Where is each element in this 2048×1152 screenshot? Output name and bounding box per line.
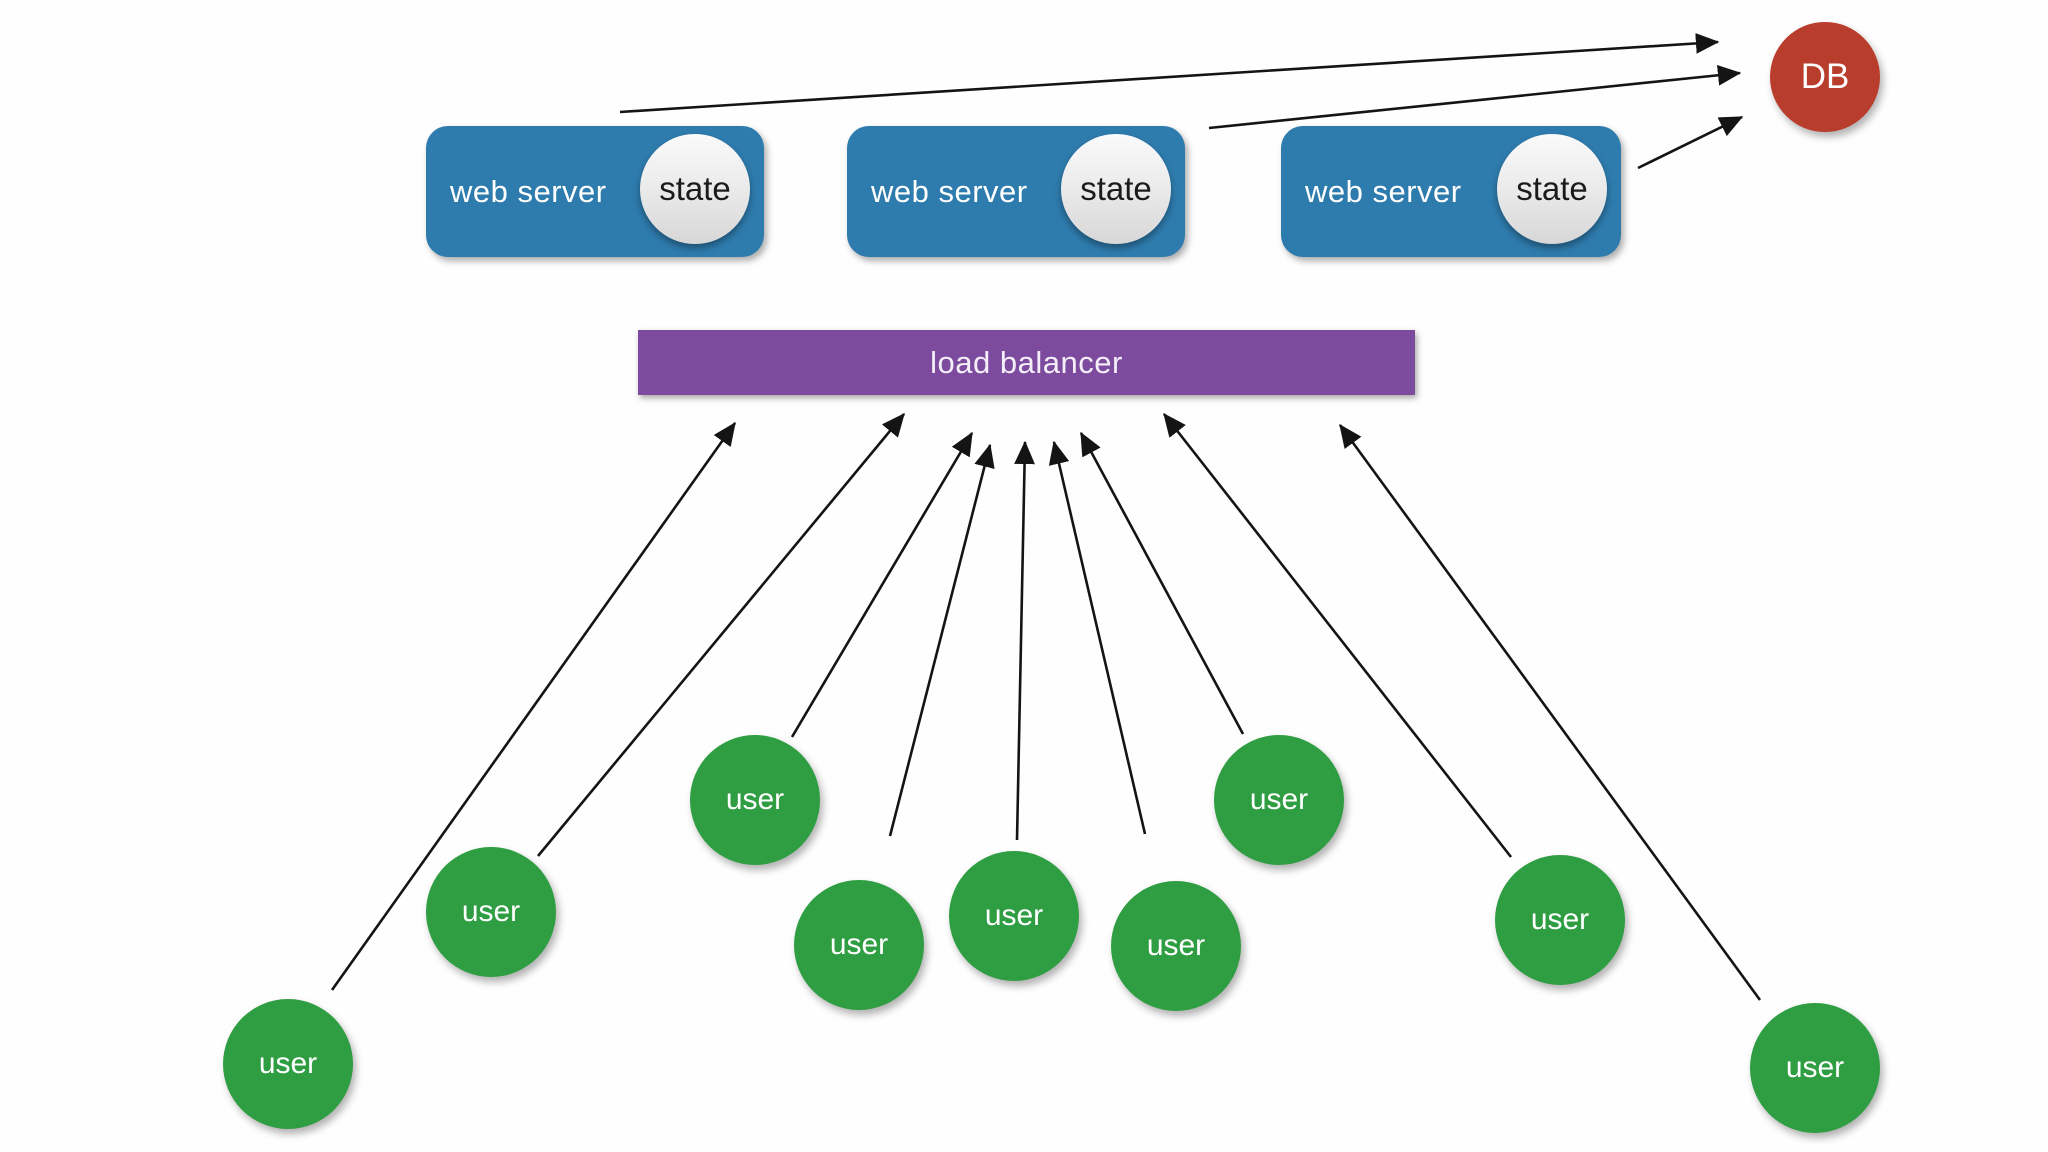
user-label: user [984,899,1044,932]
edge-user-to-load-balancer [1079,431,1245,735]
user-label: user [1249,783,1309,816]
state-label: state [1080,169,1152,207]
load-balancer-node: load balancer [638,330,1415,395]
user-node: user [690,735,820,865]
state-badge: state [1497,133,1607,244]
state-badge: state [1061,133,1171,244]
edge-user-to-load-balancer [1048,440,1147,835]
edge-user-to-load-balancer [1338,423,1762,1001]
user-label: user [829,928,889,961]
load-balancer-label: load balancer [930,344,1123,380]
state-label: state [659,169,731,207]
web-server-node: web server state [1281,126,1621,257]
user-node: user [1214,735,1344,865]
web-server-node: web server state [847,126,1185,257]
edge-user-to-load-balancer [330,421,737,991]
user-label: user [1146,929,1206,962]
user-node: user [1750,1003,1880,1133]
web-server-label: web server [1305,173,1462,209]
edge-user-to-load-balancer [888,443,995,837]
user-node: user [949,851,1079,981]
edge-server-to-db [1208,64,1742,130]
user-label: user [725,783,785,816]
edge-server-to-db [619,33,1720,114]
user-label: user [258,1047,318,1080]
user-node: user [223,999,353,1129]
state-badge: state [640,133,750,244]
db-node: DB [1770,22,1880,132]
state-label: state [1516,169,1588,207]
user-node: user [1111,881,1241,1011]
user-node: user [1495,855,1625,985]
web-server-label: web server [450,173,607,209]
web-server-node: web server state [426,126,764,257]
edge-server-to-db [1637,115,1744,170]
user-label: user [1785,1051,1845,1084]
user-label: user [461,895,521,928]
edge-user-to-load-balancer [790,431,974,738]
db-label: DB [1800,57,1850,96]
edge-user-to-load-balancer [1014,440,1035,841]
edge-user-to-load-balancer [1162,412,1513,858]
edge-user-to-load-balancer [536,412,906,857]
user-node: user [794,880,924,1010]
user-label: user [1530,903,1590,936]
user-node: user [426,847,556,977]
web-server-label: web server [871,173,1028,209]
